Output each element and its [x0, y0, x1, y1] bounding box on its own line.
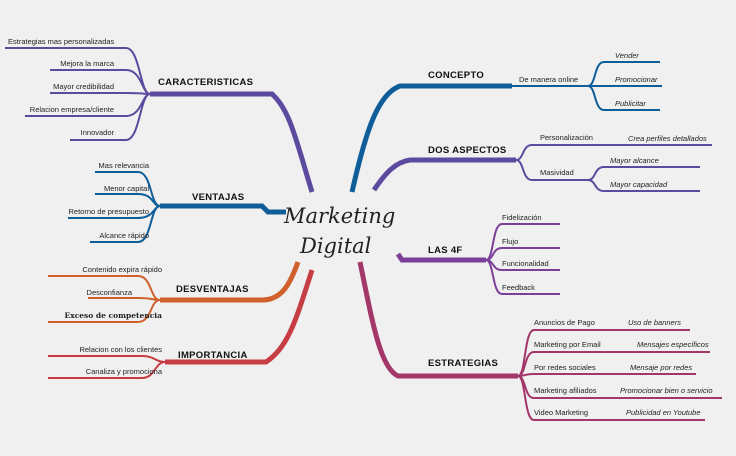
estrategias-row-label: Por redes sociales	[534, 363, 596, 372]
ventajas-item: Alcance rápido	[99, 231, 149, 240]
las-4f-item: Feedback	[502, 283, 535, 292]
dos-aspectos-item: Crea perfiles detallados	[628, 134, 707, 143]
ventajas-item: Menor capital	[103, 184, 149, 193]
caracteristicas-item: Estrategias mas personalizadas	[8, 37, 115, 46]
estrategias-row-label: Video Marketing	[534, 408, 589, 417]
concepto-sub: De manera online	[519, 75, 579, 84]
title-line2: Digital	[300, 234, 372, 258]
estrategias-row-label: Marketing afiliados	[534, 386, 597, 395]
concepto-item: Publicitar	[615, 99, 646, 108]
concepto-label: CONCEPTO	[428, 70, 485, 81]
caracteristicas-item: Mejora la marca	[60, 59, 114, 68]
title-line1: Marketing	[284, 204, 396, 228]
ventajas-item: Retorno de presupuesto	[68, 207, 149, 216]
estrategias-row-label: Marketing por Email	[534, 340, 601, 349]
estrategias-row-detail: Mensaje por redes	[630, 363, 693, 372]
estrategias-row-detail: Promocionar bien o servicio	[620, 386, 713, 395]
estrategias-row-detail: Publicidad en Youtube	[626, 408, 701, 417]
importancia-item: Canaliza y promociona	[85, 367, 162, 376]
desventajas-label: DESVENTAJAS	[176, 284, 249, 295]
ventajas-label: VENTAJAS	[192, 192, 245, 203]
estrategias-row-label: Anuncios de Pago	[534, 318, 595, 327]
caracteristicas-item: Mayor credibilidad	[53, 82, 114, 91]
desventajas-item: Contenido expira rápido	[82, 265, 162, 274]
caracteristicas-item: Innovador	[80, 128, 114, 137]
caracteristicas-item: Relacion empresa/cliente	[29, 105, 114, 114]
estrategias-row-detail: Mensajes específicos	[637, 340, 709, 349]
estrategias-row-detail: Uso de banners	[628, 318, 681, 327]
las-4f-item: Flujo	[502, 237, 519, 246]
dos-aspectos-item: Mayor capacidad	[610, 180, 668, 189]
concepto-item: Promocionar	[615, 75, 658, 84]
caracteristicas-label: CARACTERISTICAS	[158, 77, 254, 88]
importancia-item: Relacion con los clientes	[79, 345, 162, 354]
las-4f-label: LAS 4F	[428, 245, 463, 256]
las-4f-item: Fidelización	[502, 213, 542, 222]
desventajas-item: Desconfianza	[86, 288, 132, 297]
dos-aspectos-sub: Personalización	[540, 133, 593, 142]
estrategias-label: ESTRATEGIAS	[428, 358, 499, 369]
las-4f-item: Funcionalidad	[502, 259, 549, 268]
dos-aspectos-item: Mayor alcance	[610, 156, 659, 165]
concepto-item: Vender	[615, 51, 639, 60]
desventajas-item: Exceso de competencia	[64, 311, 162, 320]
dos-aspectos-label: DOS ASPECTOS	[428, 145, 507, 156]
dos-aspectos-sub: Masividad	[540, 168, 574, 177]
importancia-label: IMPORTANCIA	[178, 350, 248, 361]
ventajas-item: Mas relevancia	[98, 161, 149, 170]
